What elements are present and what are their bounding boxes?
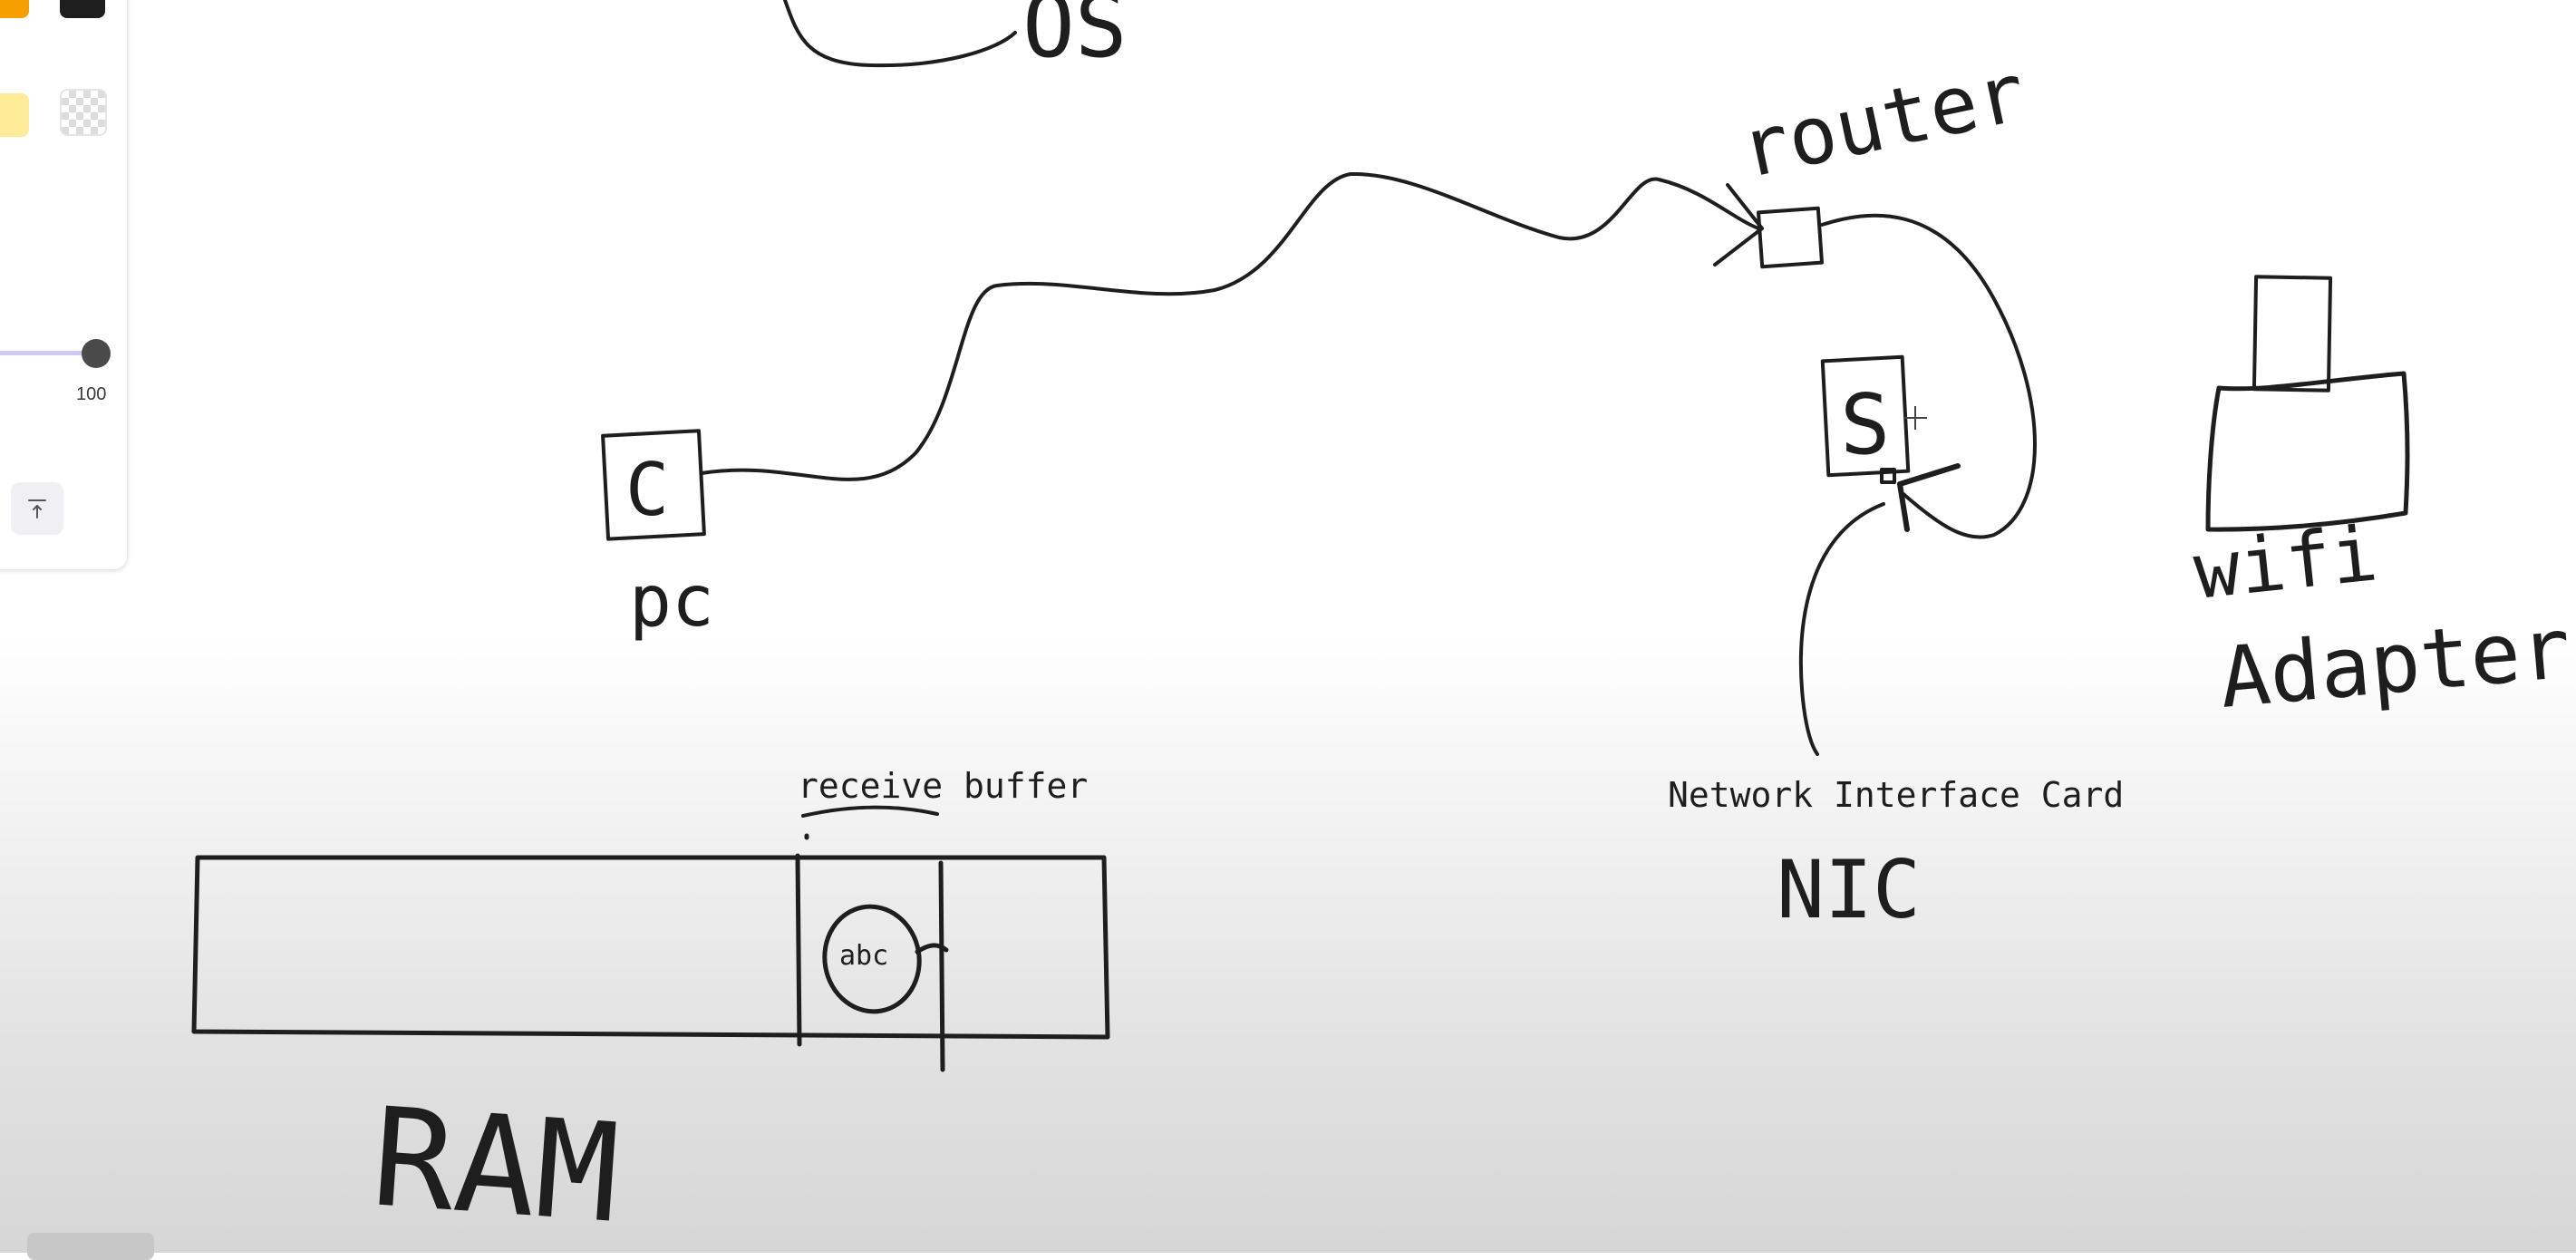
pc-box-letter[interactable]: C bbox=[625, 448, 669, 532]
stroke-color-orange-swatch[interactable] bbox=[0, 0, 29, 18]
ram-label[interactable]: RAM bbox=[367, 1079, 623, 1253]
bring-to-front-icon bbox=[28, 499, 46, 519]
server-box[interactable] bbox=[1820, 354, 1911, 478]
background-color-yellow-swatch[interactable] bbox=[0, 93, 29, 137]
bottom-toolbar-chip[interactable] bbox=[27, 1233, 154, 1260]
server-port[interactable] bbox=[1880, 468, 1896, 484]
router-arrowhead[interactable] bbox=[1713, 183, 1764, 267]
packet-label[interactable]: abc bbox=[839, 940, 888, 972]
opacity-value: 100 bbox=[76, 384, 107, 404]
packet-tail[interactable] bbox=[915, 943, 949, 955]
router-to-server-line[interactable] bbox=[1820, 213, 2037, 539]
server-arrowhead[interactable] bbox=[1897, 463, 1961, 532]
network-interface-card-label[interactable]: Network Interface Card bbox=[1668, 775, 2124, 815]
wifi-adapter-body[interactable] bbox=[2205, 371, 2410, 532]
opacity-slider-track[interactable] bbox=[0, 351, 98, 355]
opacity-slider-thumb[interactable] bbox=[82, 339, 111, 368]
os-label[interactable]: OS bbox=[1022, 0, 1128, 77]
server-box-letter[interactable]: S bbox=[1840, 376, 1890, 473]
nic-label[interactable]: NIC bbox=[1777, 843, 1921, 936]
router-label[interactable]: router bbox=[1732, 45, 2033, 197]
os-connector-line[interactable] bbox=[783, 0, 1017, 68]
buffer-right-divider[interactable] bbox=[938, 860, 945, 1072]
bring-to-front-button[interactable] bbox=[11, 482, 63, 535]
pc-box[interactable] bbox=[601, 429, 706, 541]
router-box[interactable] bbox=[1756, 206, 1825, 269]
wifi-adapter-stick[interactable] bbox=[2252, 275, 2333, 393]
receive-buffer-underline[interactable] bbox=[801, 805, 939, 818]
wifi-label[interactable]: wifi bbox=[2190, 509, 2381, 616]
server-to-nic-line[interactable] bbox=[1798, 502, 1885, 756]
pc-to-router-line[interactable] bbox=[700, 171, 1760, 481]
pc-label[interactable]: pc bbox=[629, 561, 714, 643]
adapter-label[interactable]: Adapter bbox=[2216, 600, 2575, 727]
buffer-left-divider[interactable] bbox=[795, 853, 802, 1047]
stroke-color-black-swatch[interactable] bbox=[60, 0, 105, 18]
ram-block[interactable] bbox=[191, 855, 1110, 1040]
background-color-transparent-swatch[interactable] bbox=[60, 89, 107, 136]
receive-buffer-label[interactable]: receive buffer bbox=[798, 766, 1088, 806]
crosshair-cursor-icon bbox=[1903, 406, 1927, 430]
